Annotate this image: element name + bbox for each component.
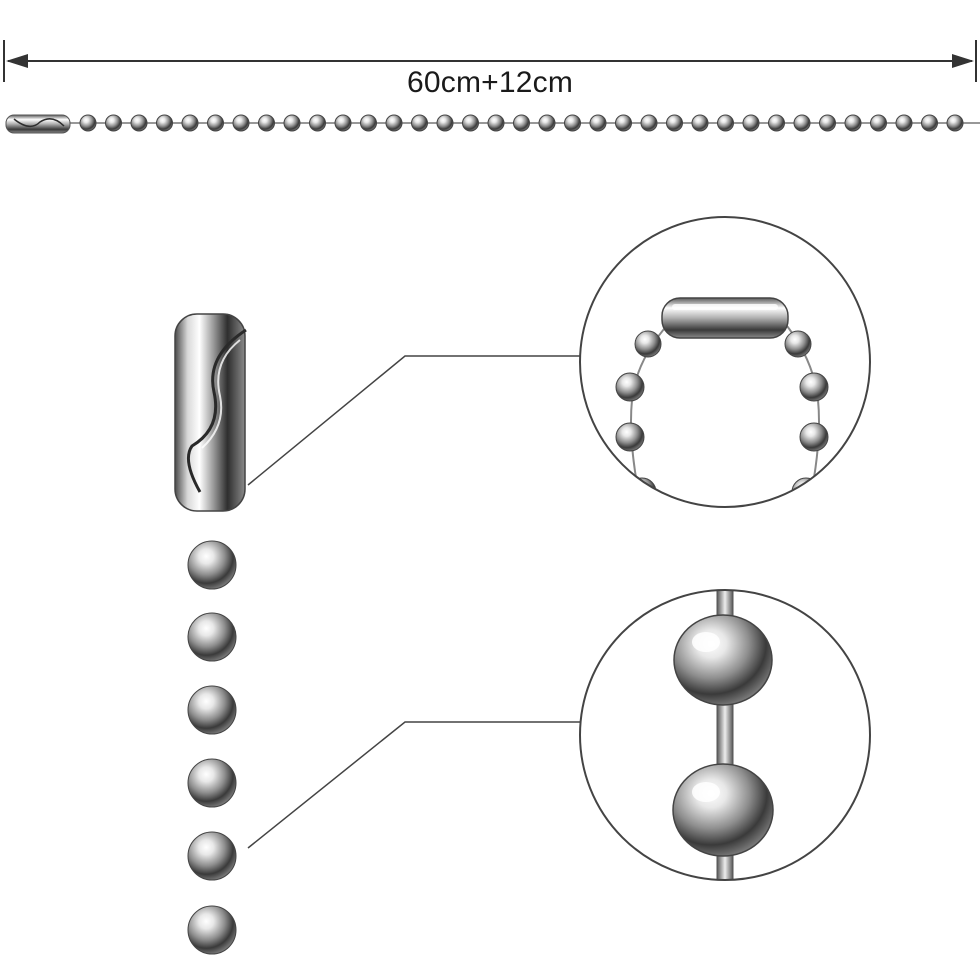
arrow-right-icon: [952, 54, 974, 68]
ball-bead-icon: [717, 114, 734, 132]
ball-bead-icon: [768, 114, 785, 132]
ball-bead-icon: [673, 614, 773, 706]
ball-bead-icon: [156, 114, 173, 132]
ball-bead-icon: [615, 114, 632, 132]
ball-bead-icon: [187, 612, 237, 662]
arrow-left-icon: [6, 54, 28, 68]
ball-bead-icon: [181, 114, 199, 132]
ball-bead-icon: [487, 114, 505, 132]
ball-bead-icon: [742, 114, 760, 132]
ball-bead-icon: [640, 114, 658, 132]
ball-bead-icon: [385, 114, 403, 132]
ball-bead-icon: [946, 114, 964, 132]
ball-bead-icon: [538, 114, 556, 132]
ball-bead-icon: [105, 114, 122, 132]
ball-bead-icon: [513, 114, 530, 132]
bead-connector-icon: [5, 114, 71, 134]
ball-bead-icon: [79, 114, 97, 132]
ball-bead-icon: [564, 114, 581, 132]
ball-bead-icon: [187, 540, 237, 590]
ball-bead-icon: [232, 114, 250, 132]
dimension-line: [3, 40, 977, 82]
ball-bead-icon: [283, 114, 301, 132]
ball-bead-icon: [258, 114, 275, 132]
ball-bead-icon: [691, 114, 709, 132]
ball-bead-icon: [819, 114, 836, 132]
ball-bead-icon: [334, 114, 352, 132]
ball-bead-icon: [187, 831, 237, 881]
ball-bead-icon: [360, 114, 377, 132]
ball-bead-icon: [672, 763, 774, 857]
ball-bead-icon: [187, 905, 237, 955]
vertical-chain: [174, 313, 247, 960]
ball-bead-icon: [462, 114, 479, 132]
ball-bead-icon: [187, 758, 237, 808]
ball-bead-icon: [411, 114, 428, 132]
ball-bead-icon: [870, 114, 887, 132]
ball-bead-icon: [187, 685, 237, 735]
ball-bead-icon: [589, 114, 607, 132]
ball-bead-icon: [436, 114, 454, 132]
ball-bead-icon: [844, 114, 862, 132]
connector-zoom-callout: [579, 216, 871, 508]
bead-zoom-callout: [579, 589, 871, 881]
ball-bead-icon: [793, 114, 811, 132]
ball-bead-icon: [666, 114, 683, 132]
ball-bead-icon: [895, 114, 913, 132]
bead-connector-icon: [174, 313, 247, 512]
horizontal-chain: [5, 114, 980, 134]
ball-bead-icon: [309, 114, 326, 132]
ball-bead-icon: [130, 114, 148, 132]
callout-leader-lines: [247, 355, 580, 849]
length-dimension-label: 60cm+12cm: [406, 66, 574, 99]
ball-bead-icon: [207, 114, 224, 132]
ball-bead-icon: [921, 114, 938, 132]
